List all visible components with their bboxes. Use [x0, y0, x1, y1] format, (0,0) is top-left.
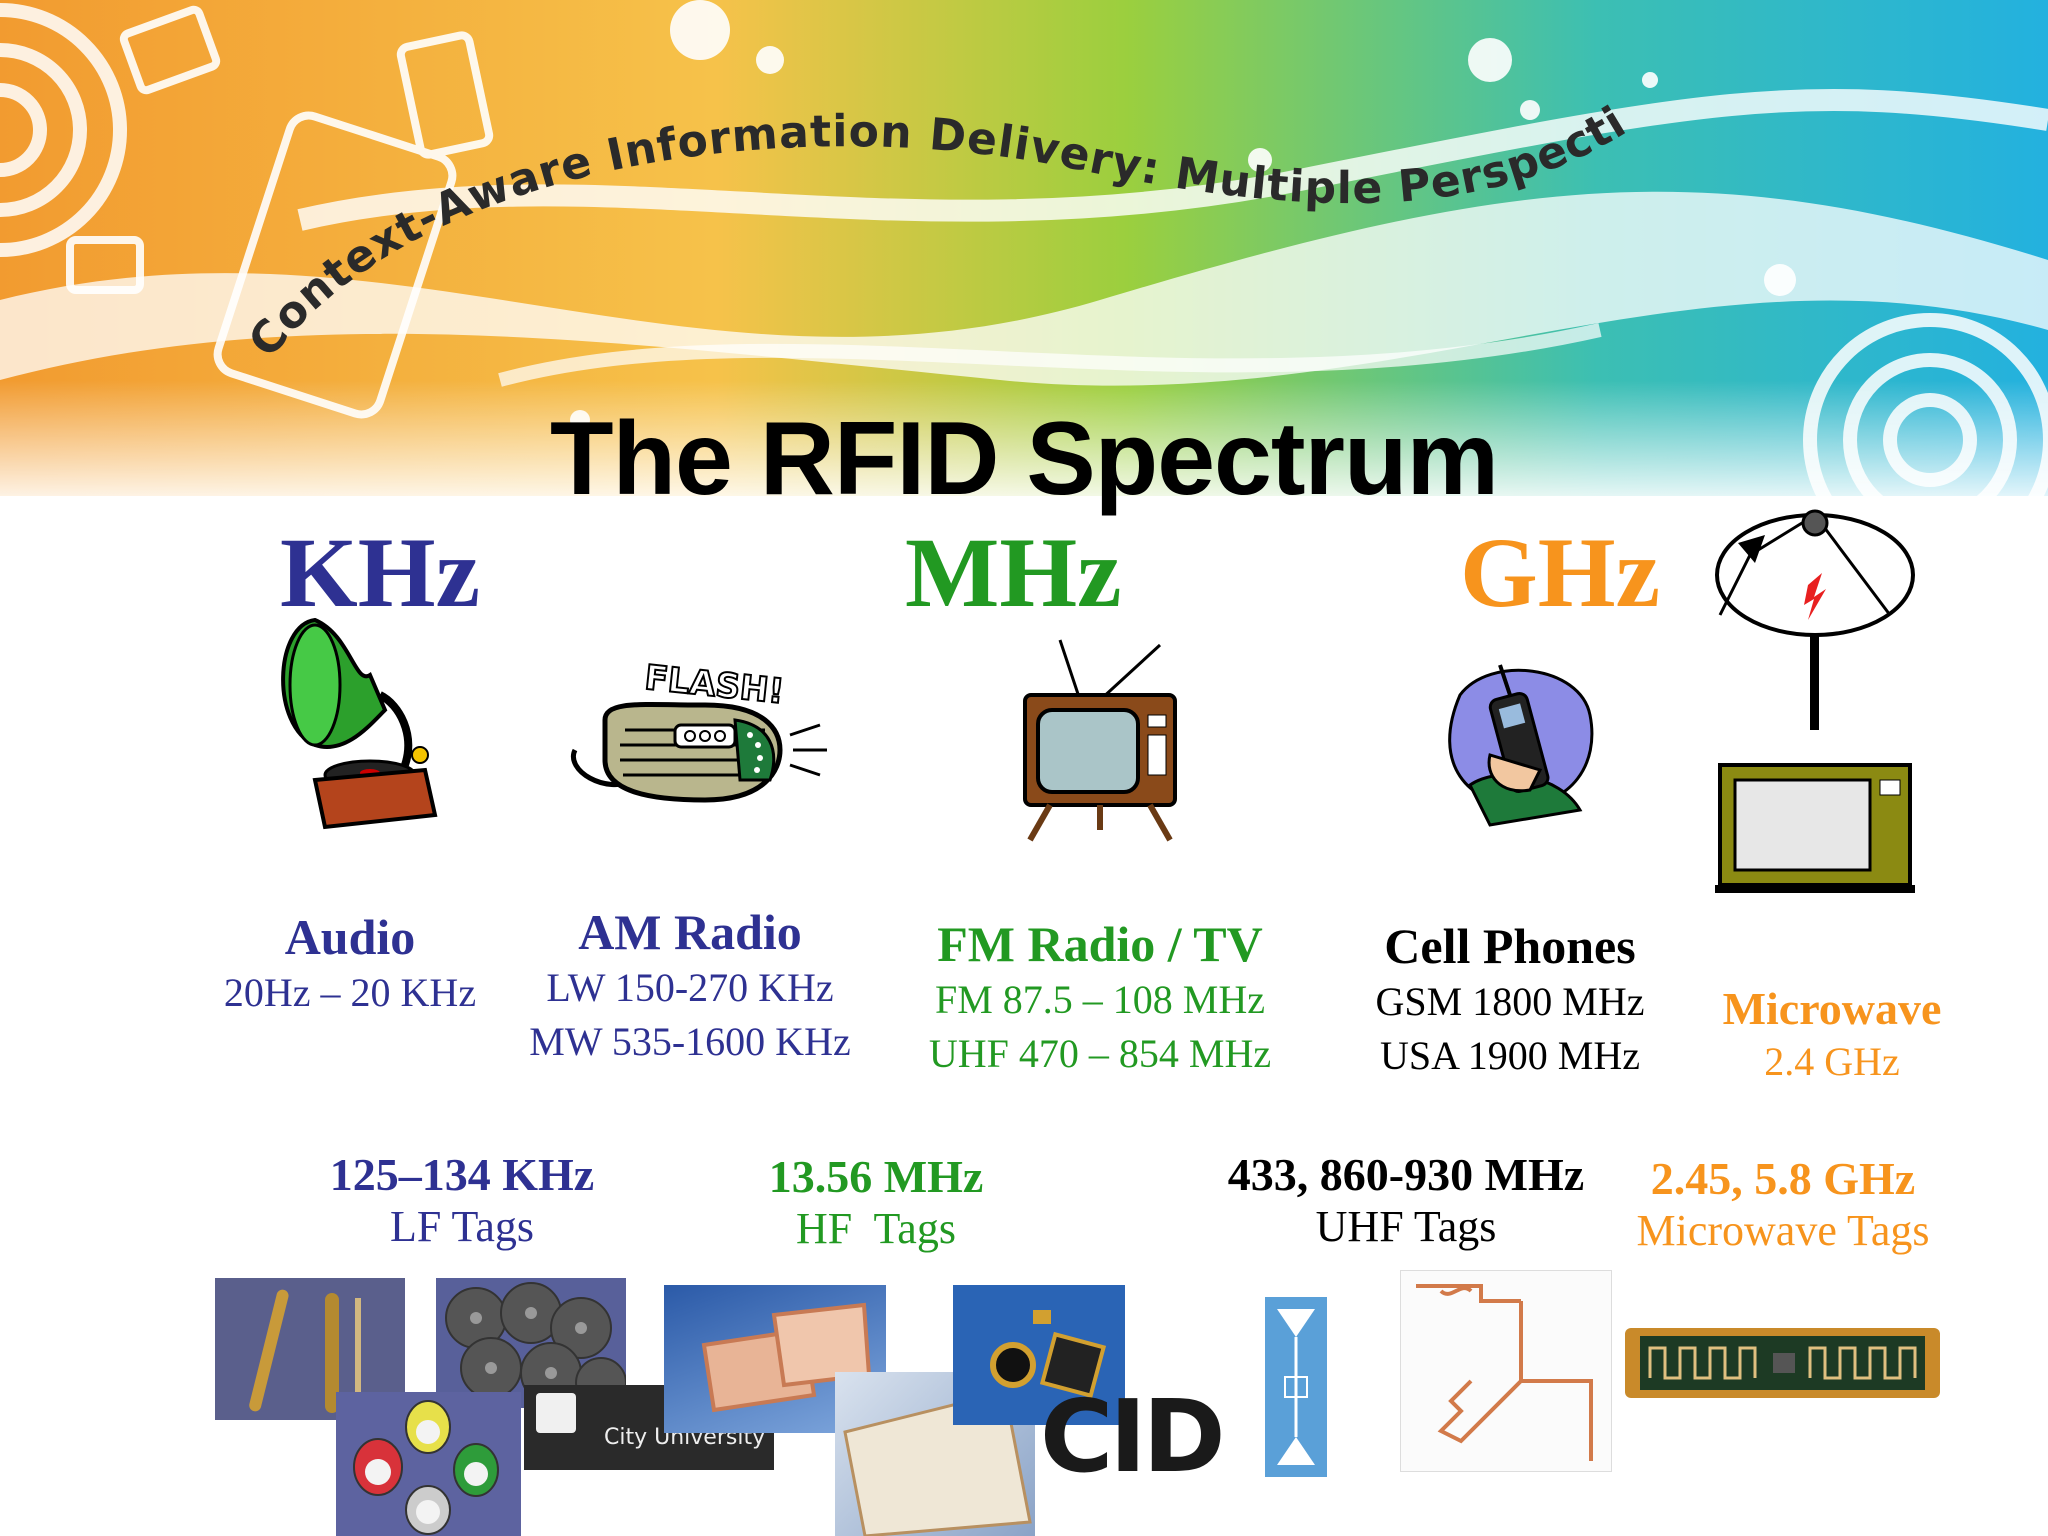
uhf-strip-tag-photo — [1265, 1297, 1327, 1477]
app-am-radio-lw: LW 150-270 KHz — [546, 965, 834, 1010]
slide-title: The RFID Spectrum — [550, 401, 1499, 517]
app-microwave-name: Microwave — [1722, 983, 1942, 1034]
tag-lf-freq: 125–134 KHz — [329, 1149, 595, 1200]
band-khz: KHz — [280, 517, 480, 628]
band-mhz: MHz — [905, 517, 1122, 628]
app-cell-phones-name: Cell Phones — [1384, 918, 1636, 974]
university-crest-icon — [536, 1393, 576, 1433]
app-audio-name: Audio — [284, 909, 416, 965]
app-fm-tv-fm: FM 87.5 – 108 MHz — [934, 977, 1266, 1022]
gramophone-icon — [275, 615, 445, 830]
cid-logo-fragment: CID — [1040, 1378, 1226, 1495]
keyfob-tags-photo — [336, 1392, 521, 1536]
svg-text:Context-Aware Information Deli: Context-Aware Information Delivery: Mult… — [0, 0, 1635, 367]
app-am-radio-mw: MW 535-1600 KHz — [529, 1019, 851, 1064]
radio-icon: FLASH! — [565, 650, 835, 810]
uhf-dipole-tag-photo — [1400, 1270, 1612, 1472]
hf-chip-tags-photo — [953, 1285, 1125, 1425]
tag-uhf-freq: 433, 860-930 MHz — [1227, 1149, 1585, 1200]
app-cell-phones-usa: USA 1900 MHz — [1379, 1033, 1641, 1078]
tag-uhf-name: UHF Tags — [1315, 1202, 1497, 1251]
microwave-tag-photo — [1625, 1328, 1940, 1398]
hf-inlay-photo — [664, 1285, 886, 1433]
tag-hf-freq: 13.56 MHz — [768, 1151, 984, 1202]
header-banner — [0, 0, 2048, 500]
tag-lf-name: LF Tags — [389, 1202, 534, 1251]
band-ghz: GHz — [1460, 517, 1660, 628]
app-am-radio-name: AM Radio — [578, 904, 802, 960]
app-audio-range: 20Hz – 20 KHz — [223, 970, 477, 1015]
cell-phone-icon — [1430, 655, 1600, 830]
tag-microwave-freq: 2.45, 5.8 GHz — [1650, 1153, 1916, 1204]
app-fm-tv-name: FM Radio / TV — [937, 916, 1263, 972]
app-fm-tv-uhf: UHF 470 – 854 MHz — [928, 1031, 1272, 1076]
app-microwave-freq: 2.4 GHz — [1764, 1039, 1900, 1084]
tag-hf-name: HF Tags — [796, 1204, 956, 1253]
app-cell-phones-gsm: GSM 1800 MHz — [1375, 979, 1645, 1024]
tag-microwave-name: Microwave Tags — [1636, 1206, 1930, 1255]
television-icon — [1020, 635, 1180, 845]
banner-tagline: Context-Aware Information Delivery: Mult… — [0, 0, 2048, 420]
microwave-icon — [1710, 505, 1920, 905]
